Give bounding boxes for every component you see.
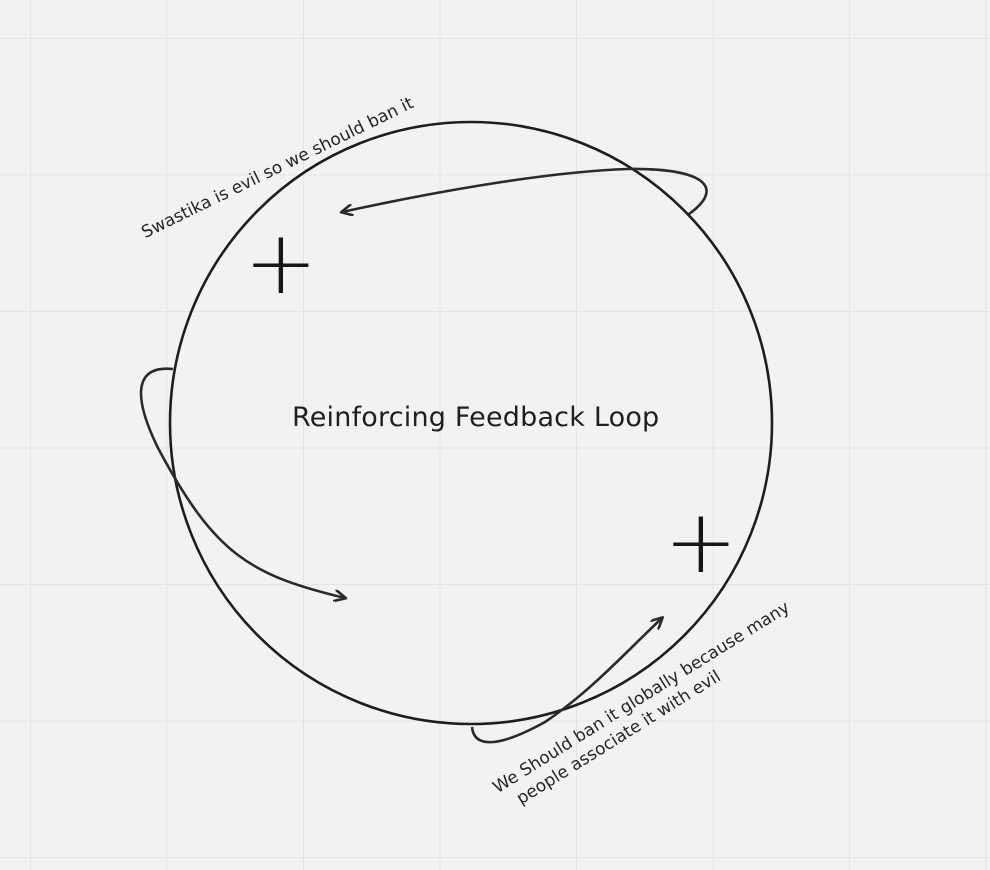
- arrow-bottom[interactable]: [470, 618, 662, 744]
- arrow-top[interactable]: [342, 167, 708, 214]
- arrow-left[interactable]: [139, 367, 345, 598]
- polarity-plus-bottom: +: [664, 490, 738, 593]
- loop-circle[interactable]: [168, 120, 774, 726]
- loop-title[interactable]: Reinforcing Feedback Loop: [292, 402, 660, 433]
- polarity-plus-top: +: [244, 211, 318, 314]
